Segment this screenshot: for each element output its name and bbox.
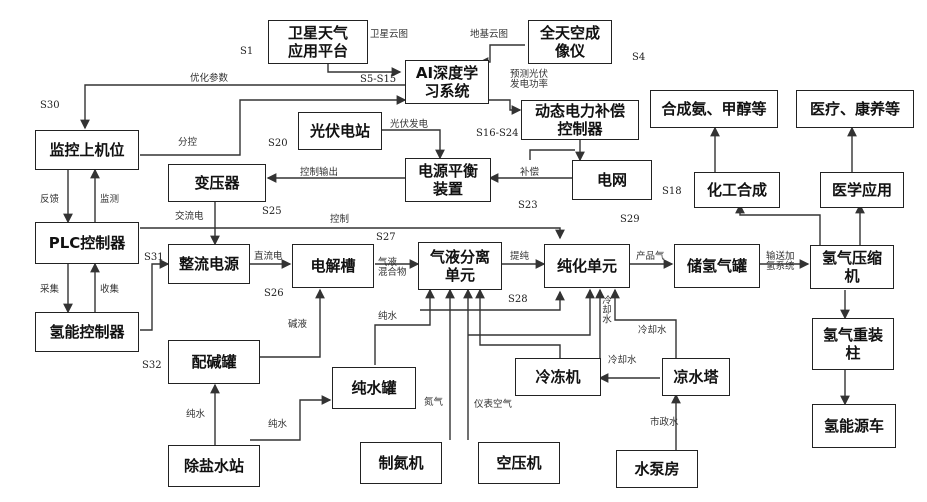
edge-label-pure-water-2: 纯水 [186,410,205,420]
desalination-station-box: 除盐水站 [168,445,260,487]
healthcare-box: 医疗、康养等 [796,90,914,128]
satellite-weather-box: 卫星天气 应用平台 [268,20,368,64]
hydrogen-controller-box: 氢能控制器 [35,312,139,352]
rectifier-box: 整流电源 [168,244,250,284]
plc-controller-box: PLC控制器 [35,222,139,264]
ai-deep-learning-box: AI深度学 习系统 [405,60,489,104]
tag-s32: S32 [142,360,162,371]
tag-s1: S1 [240,46,253,57]
pure-water-tank-box: 纯水罐 [332,367,416,409]
tag-s27: S27 [376,232,396,243]
edge-label-pv-generation: 光伏发电 [390,120,428,130]
edge-label-control: 控制 [330,215,349,225]
edge-label-feedback: 反馈 [40,195,59,205]
pv-station-box: 光伏电站 [298,112,382,150]
tag-s5-s15: S5-S15 [360,74,396,85]
dynamic-compensation-box: 动态电力补偿 控制器 [521,100,639,140]
allsky-imager-box: 全天空成 像仪 [528,20,612,64]
alkali-tank-box: 配碱罐 [168,340,260,384]
hydrogen-compressor-box: 氢气压缩 机 [810,245,894,289]
nitrogen-generator-box: 制氮机 [360,442,442,484]
cooling-tower-box: 凉水塔 [662,358,730,396]
transformer-box: 变压器 [168,164,266,202]
air-compressor-box: 空压机 [478,442,560,484]
edge-label-city-water: 市政水 [650,418,679,428]
purifier-box: 纯化单元 [544,244,630,288]
edge-label-to-refuel-system: 输送加 氢系统 [766,252,795,272]
tag-s28: S28 [508,294,528,305]
edge-label-ground-cloud: 地基云图 [470,30,508,40]
grid-box: 电网 [572,160,652,200]
edge-label-cooling-water-3: 冷却水 [608,356,637,366]
tag-s31: S31 [144,252,164,263]
edge-label-gas-mixture: 气液 混合物 [378,258,407,278]
edge-label-dc: 直流电 [254,252,283,262]
edge-label-product-gas: 产品气 [636,252,665,262]
edge-label-control-output: 控制输出 [300,168,338,178]
edge-label-collect: 采集 [40,285,59,295]
ammonia-methanol-box: 合成氨、甲醇等 [650,90,778,128]
tag-s20: S20 [268,138,288,149]
hydrogen-vehicle-box: 氢能源车 [812,404,896,448]
medical-application-box: 医学应用 [820,172,904,208]
edge-label-optimize-params: 优化参数 [190,74,228,84]
separator-box: 气液分离 单元 [418,242,502,290]
edge-label-pv-power: 预测光伏 发电功率 [510,70,548,90]
pump-house-box: 水泵房 [616,450,698,488]
monitor-pc-box: 监控上机位 [35,130,139,170]
tag-s4: S4 [632,52,645,63]
tag-s30: S30 [40,100,60,111]
tag-s26: S26 [264,288,284,299]
hydrogen-refuel-box: 氢气重装 柱 [812,318,894,370]
edge-label-ac: 交流电 [175,212,204,222]
edge-label-satellite-cloud: 卫星云图 [370,30,408,40]
edge-label-nitrogen: 氮气 [424,398,443,408]
edge-label-instrument-air: 仪表空气 [474,400,512,410]
edge-label-pure-water-3: 纯水 [268,420,287,430]
power-balance-box: 电源平衡 装置 [405,158,491,202]
tag-s25: S25 [262,206,282,217]
edge-label-pure-water-1: 纯水 [378,312,397,322]
edge-label-lye: 碱液 [288,320,307,330]
edge-label-supplement: 补偿 [520,168,539,178]
chemical-synthesis-box: 化工合成 [694,172,780,208]
tag-s18: S18 [662,186,682,197]
edge-label-cooling-water-1: 冷却水 [600,295,610,324]
edge-label-cooling-water-2: 冷却水 [638,326,667,336]
tag-s23: S23 [518,200,538,211]
edge-label-monitoring: 监测 [100,195,119,205]
edge-label-dispatch: 分控 [178,138,197,148]
electrolyzer-box: 电解槽 [292,244,374,288]
tag-s16-s24: S16-S24 [476,128,519,139]
hydrogen-storage-box: 储氢气罐 [674,244,760,288]
edge-label-purify: 提纯 [510,252,529,262]
tag-s29: S29 [620,214,640,225]
chiller-box: 冷冻机 [515,358,601,396]
edge-label-receive: 收集 [100,285,119,295]
